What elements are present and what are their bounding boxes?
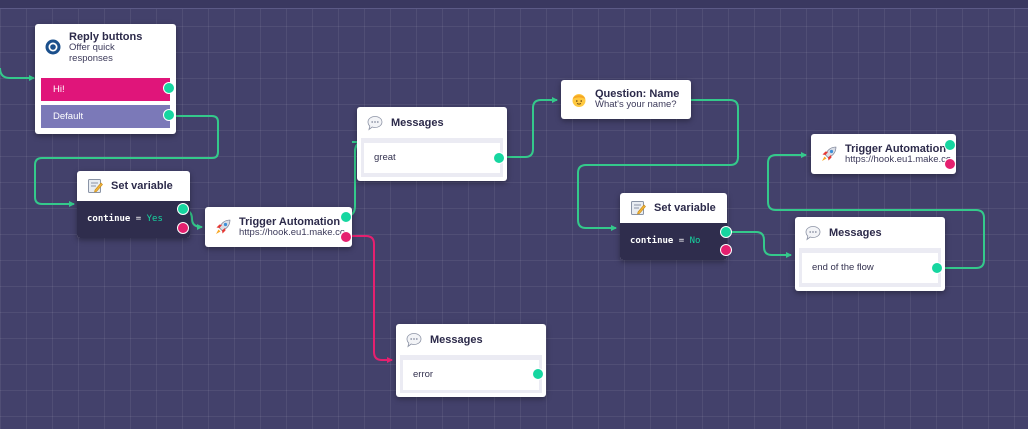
question-prompt: What's your name? [595,99,677,111]
speech-bubble-icon [805,225,821,241]
memo-pencil-icon [630,200,646,216]
rocket-icon [821,146,837,162]
node-title: Set variable [111,180,173,192]
trigger-error-port[interactable] [340,231,352,243]
messages-node-end[interactable]: Messages end of the flow [795,217,945,291]
node-title: Question: Name [595,88,680,101]
messages-header: Messages [357,107,507,138]
trigger-automation-node-1[interactable]: Trigger Automation https://hook.eu1.make… [205,207,352,247]
reply-default-output-port[interactable] [163,109,175,121]
webhook-url: https://hook.eu1.make.co [845,153,952,165]
top-toolbar-strip [0,0,1028,9]
reply-button-default[interactable]: Default [41,105,170,128]
node-title: Messages [391,116,444,129]
messages-node-great[interactable]: Messages great [357,107,507,181]
set-variable-header: Set variable [77,171,190,201]
person-face-icon [571,92,587,108]
variable-assignment: continue = Yes [77,201,190,238]
trigger-header: Trigger Automation https://hook.eu1.make… [811,134,956,174]
memo-pencil-icon [87,178,103,194]
variable-value: Yes [146,214,163,224]
trigger-automation-node-2[interactable]: Trigger Automation https://hook.eu1.make… [811,134,956,174]
webhook-url: https://hook.eu1.make.co [239,226,346,238]
node-title: Set variable [654,202,716,214]
set-variable-success-port[interactable] [720,226,732,238]
set-variable-success-port[interactable] [177,203,189,215]
reply-buttons-header: Reply buttons Offer quick responses [35,24,176,79]
speech-bubble-icon [406,332,422,348]
reply-hi-output-port[interactable] [163,82,175,94]
message-list: error [400,355,542,393]
reply-button-hi[interactable]: Hi! [41,78,170,101]
trigger-success-port[interactable] [340,211,352,223]
node-title: Trigger Automation [239,215,341,228]
messages-output-port[interactable] [532,368,544,380]
message-text[interactable]: great [364,143,500,173]
question-name-node[interactable]: Question: Name What's your name? [561,80,691,119]
set-variable-error-port[interactable] [177,222,189,234]
trigger-error-port[interactable] [944,158,956,170]
messages-header: Messages [396,324,546,355]
set-variable-header: Set variable [620,193,727,223]
set-variable-node-no[interactable]: Set variable continue = No [620,193,732,260]
variable-name: continue [87,214,131,224]
set-variable-node-yes[interactable]: Set variable continue = Yes [77,171,190,238]
messages-header: Messages [795,217,945,248]
assignment-operator: = [678,236,685,246]
messages-output-port[interactable] [493,152,505,164]
set-variable-error-port[interactable] [720,244,732,256]
question-header: Question: Name What's your name? [561,80,691,119]
message-text[interactable]: error [403,360,539,390]
node-subtitle: Offer quick responses [69,42,115,64]
rocket-icon [215,219,231,235]
variable-value: No [689,236,701,246]
message-list: great [361,138,503,177]
message-list: end of the flow [799,248,941,287]
node-title: Trigger Automation [845,142,947,155]
variable-assignment: continue = No [620,223,727,260]
trigger-header: Trigger Automation https://hook.eu1.make… [205,207,352,247]
edge-set-variable-to-end-msg [726,231,792,258]
edge-incoming-to-reply [0,67,35,81]
message-text[interactable]: end of the flow [802,253,938,283]
variable-name: continue [630,236,674,246]
radio-button-icon [45,39,61,55]
edge-trigger-error-to-error-msg [346,235,393,363]
node-title: Messages [430,333,483,346]
node-title: Reply buttons [69,31,143,43]
assignment-operator: = [135,214,142,224]
messages-node-error[interactable]: Messages error [396,324,546,397]
reply-buttons-node[interactable]: Reply buttons Offer quick responses Hi! … [35,24,176,134]
speech-bubble-icon [367,115,383,131]
trigger-success-port[interactable] [944,139,956,151]
messages-output-port[interactable] [931,262,943,274]
node-title: Messages [829,226,882,239]
